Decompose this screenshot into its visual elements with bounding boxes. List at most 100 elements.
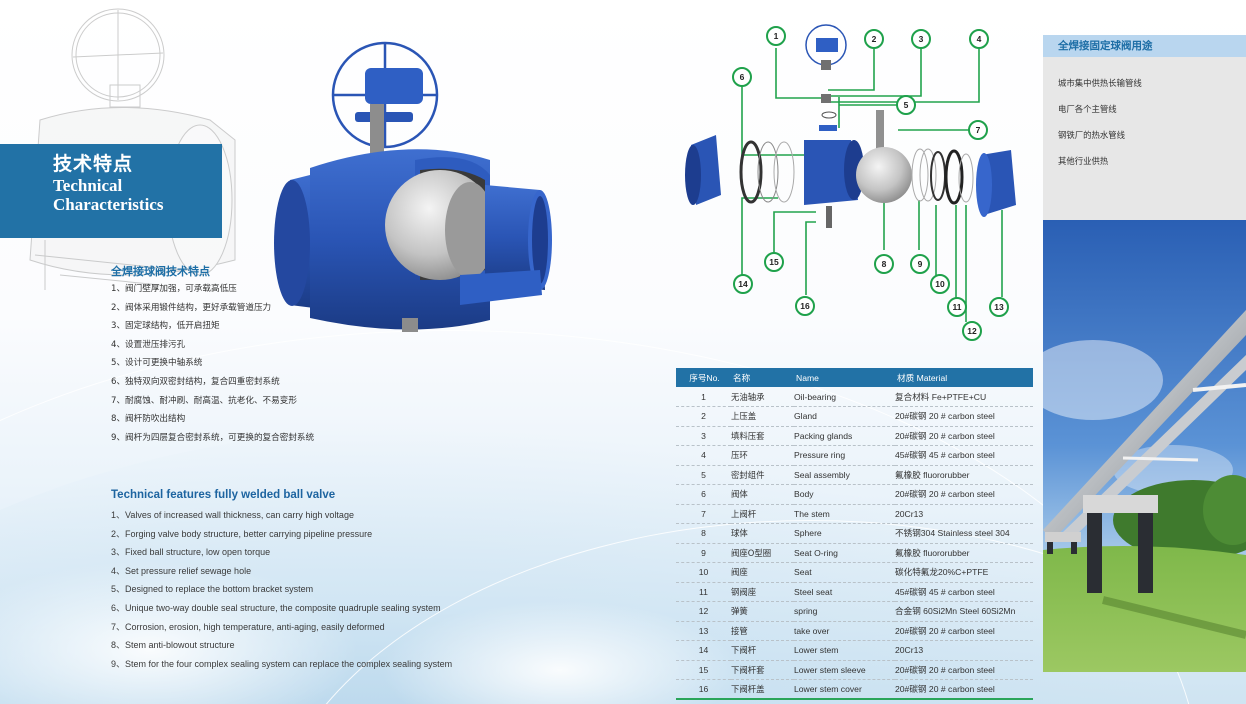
cell-name-cn: 阀座	[731, 562, 794, 583]
cell-material: 20#碳钢 20 # carbon steel	[895, 660, 1033, 680]
cell-material: 20#碳钢 20 # carbon steel	[895, 406, 1033, 427]
cell-no: 1	[676, 387, 731, 407]
feature-item-en: 9、Stem for the four complex sealing syst…	[111, 658, 453, 669]
cell-name-en: take over	[794, 621, 895, 641]
application-item: 钢铁厂的热水管线	[1058, 130, 1125, 140]
callout-5: 5	[896, 95, 916, 115]
application-item: 电厂各个主管线	[1058, 104, 1117, 114]
cell-material: 氟橡胶 fluororubber	[895, 543, 1033, 563]
cell-name-en: Steel seat	[794, 582, 895, 602]
cell-name-cn: 下阀杆	[731, 640, 794, 661]
exploded-valve-drawing	[685, 24, 1016, 322]
cell-name-cn: 弹簧	[731, 601, 794, 622]
cell-name-cn: 下阀杆盖	[731, 679, 794, 700]
cell-no: 7	[676, 504, 731, 524]
callout-1: 1	[766, 26, 786, 46]
features-list-en: 1、Valves of increased wall thickness, ca…	[111, 509, 452, 676]
cell-name-cn: 填料压套	[731, 426, 794, 446]
cell-material: 不锈钢304 Stainless steel 304	[895, 523, 1033, 544]
callout-14: 14	[733, 274, 753, 294]
cell-name-cn: 接管	[731, 621, 794, 641]
cell-name-en: Body	[794, 484, 895, 505]
cell-name-en: Pressure ring	[794, 445, 895, 466]
feature-item-cn: 8、阀杆防吹出结构	[111, 414, 186, 425]
pipeline-photo	[1043, 220, 1246, 672]
feature-item-cn: 9、阀杆为四层复合密封系统，可更换的复合密封系统	[111, 432, 315, 443]
feature-item-cn: 6、独特双向双密封结构，复合四重密封系统	[111, 376, 280, 387]
table-header-row: 序号No. 名称 Name 材质 Material	[676, 368, 1033, 387]
callout-3: 3	[911, 29, 931, 49]
cell-material: 20#碳钢 20 # carbon steel	[895, 484, 1033, 505]
callout-8: 8	[874, 254, 894, 274]
cell-name-en: The stem	[794, 504, 895, 524]
cell-material: 20#碳钢 20 # carbon steel	[895, 679, 1033, 700]
cell-name-en: Seal assembly	[794, 465, 895, 485]
callout-13: 13	[989, 297, 1009, 317]
cell-material: 45#碳钢 45 # carbon steel	[895, 445, 1033, 466]
cell-name-cn: 压环	[731, 445, 794, 466]
cell-material: 复合材料 Fe+PTFE+CU	[895, 387, 1033, 407]
applications-heading: 全焊接固定球阀用途	[1043, 35, 1246, 57]
cell-material: 碳化特氟龙20%C+PTFE	[895, 562, 1033, 583]
feature-item-en: 7、Corrosion, erosion, high temperature, …	[111, 621, 385, 632]
feature-item-en: 4、Set pressure relief sewage hole	[111, 565, 252, 576]
cell-name-en: Packing glands	[794, 426, 895, 446]
callout-7: 7	[968, 120, 988, 140]
cell-name-cn: 无油轴承	[731, 387, 794, 407]
section-title-block: 技术特点 Technical Characteristics	[0, 144, 222, 238]
ball-valve-cutaway-illustration	[274, 41, 552, 332]
feature-item-cn: 3、固定球结构，低开启扭矩	[111, 321, 220, 332]
feature-item-en: 3、Fixed ball structure, low open torque	[111, 547, 271, 558]
cell-no: 11	[676, 582, 731, 602]
cell-name-en: Gland	[794, 406, 895, 427]
title-english-line1: Technical	[53, 176, 123, 195]
cell-no: 14	[676, 640, 731, 661]
cell-material: 合金钢 60Si2Mn Steel 60Si2Mn	[895, 601, 1033, 622]
feature-item-cn: 5、设计可更换中轴系统	[111, 358, 203, 369]
callout-10: 10	[930, 274, 950, 294]
cell-no: 6	[676, 484, 731, 505]
cell-name-cn: 球体	[731, 523, 794, 544]
cell-material: 20Cr13	[895, 504, 1033, 524]
cell-name-cn: 阀体	[731, 484, 794, 505]
applications-panel: 全焊接固定球阀用途 城市集中供热长输管线 电厂各个主管线 钢铁厂的热水管线 其他…	[1043, 35, 1246, 220]
cell-name-cn: 上阀杆	[731, 504, 794, 524]
features-heading-cn: 全焊接球阀技术特点	[111, 265, 210, 278]
feature-item-en: 8、Stem anti-blowout structure	[111, 640, 235, 651]
cell-no: 10	[676, 562, 731, 583]
callout-9: 9	[910, 254, 930, 274]
callout-4: 4	[969, 29, 989, 49]
features-heading-en: Technical features fully welded ball val…	[111, 489, 336, 501]
cell-name-cn: 下阀杆套	[731, 660, 794, 680]
feature-item-cn: 2、阀体采用锻件结构，更好承载管道压力	[111, 302, 272, 313]
cell-no: 5	[676, 465, 731, 485]
cell-no: 13	[676, 621, 731, 641]
cell-no: 2	[676, 406, 731, 427]
feature-item-en: 5、Designed to replace the bottom bracket…	[111, 584, 314, 595]
cell-name-en: spring	[794, 601, 895, 622]
exploded-parts-diagram: 1 2 3 4 5 6 7 8 9 10 11 12 13 14 15 16	[676, 20, 1026, 350]
cell-name-cn: 上压盖	[731, 406, 794, 427]
cell-no: 12	[676, 601, 731, 622]
cell-name-cn: 钢阀座	[731, 582, 794, 602]
feature-item-cn: 1、阀门壁厚加强，可承载高低压	[111, 284, 237, 294]
callout-16: 16	[795, 296, 815, 316]
cell-no: 9	[676, 543, 731, 563]
callout-11: 11	[947, 297, 967, 317]
feature-item-en: 2、Forging valve body structure, better c…	[111, 528, 373, 539]
header-name-cn: 名称	[733, 373, 751, 384]
callout-6: 6	[732, 67, 752, 87]
